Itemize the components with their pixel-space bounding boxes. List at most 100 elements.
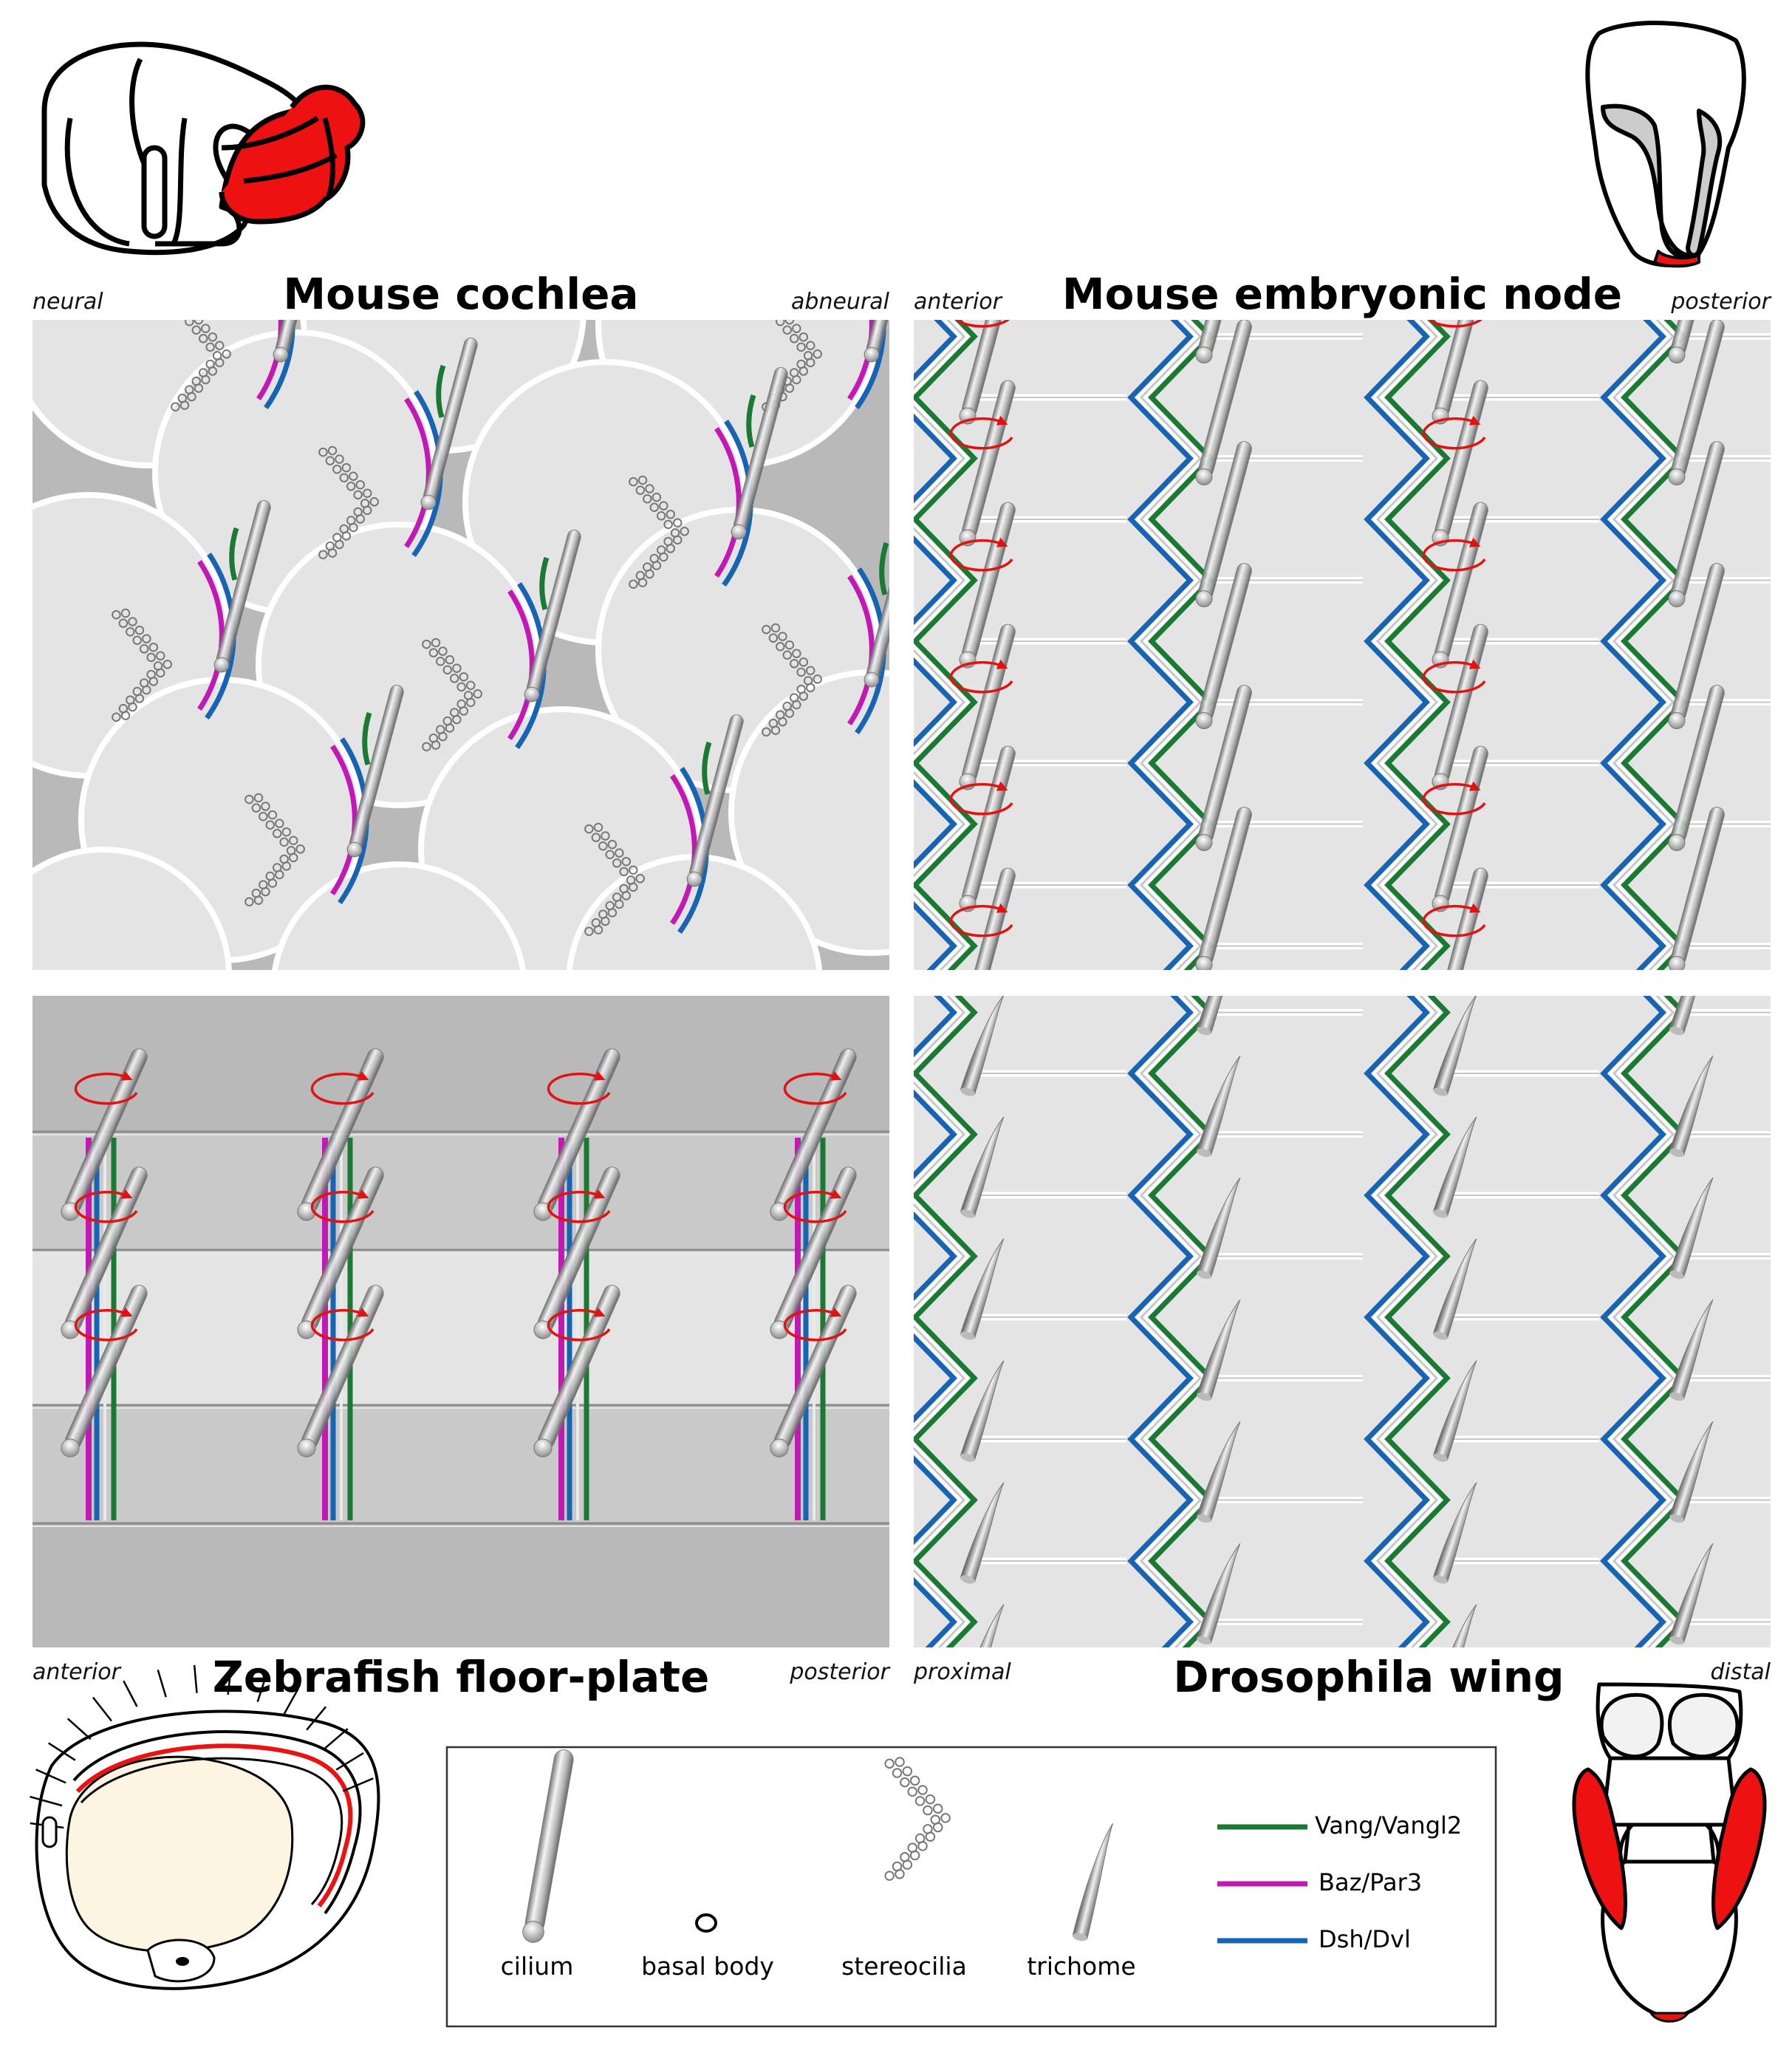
trichome xyxy=(960,996,1005,1096)
stereocilium xyxy=(784,320,795,325)
basal-body xyxy=(1668,956,1686,970)
stereocilium xyxy=(363,488,372,498)
trichome-shape xyxy=(1196,1299,1241,1400)
trichome-base xyxy=(1433,1453,1448,1462)
trichome-shape xyxy=(1432,1360,1477,1461)
trichome-shape xyxy=(1196,996,1241,1034)
stereocilium xyxy=(431,740,441,750)
rotation-arrow-path xyxy=(783,1307,847,1342)
somite-boundary xyxy=(227,1667,233,1695)
stereocilium xyxy=(171,301,179,309)
trichome-base xyxy=(1197,1392,1211,1401)
cilium xyxy=(522,1749,574,1943)
rotation-arrow-path xyxy=(547,1070,611,1105)
cilium xyxy=(863,320,889,363)
trichome-shape xyxy=(1196,1421,1241,1522)
stereocilium xyxy=(118,618,129,628)
vangl2-crescent xyxy=(882,218,886,270)
cilium xyxy=(533,1285,620,1458)
dvl-boundary xyxy=(914,996,957,1647)
trichome-shape xyxy=(1196,1177,1241,1278)
rotation-arrow-path xyxy=(949,537,1013,572)
cilium xyxy=(1668,685,1725,851)
stereocilium xyxy=(265,820,275,830)
somite-boundary xyxy=(342,1777,374,1792)
stereocilium xyxy=(782,325,792,335)
stereocilia-bundle xyxy=(112,608,172,722)
stereocilium xyxy=(892,1768,903,1778)
trichome-shape xyxy=(1072,1823,1114,1940)
stereocilium xyxy=(584,926,594,936)
stereocilium xyxy=(656,511,666,521)
basal-body xyxy=(420,494,437,510)
trichome-base xyxy=(1433,1331,1448,1340)
stereocilium xyxy=(813,349,822,359)
basal-body xyxy=(1668,346,1686,363)
trichome xyxy=(1196,1543,1241,1645)
mouse-embryo-illustration xyxy=(1585,21,1746,268)
somite-boundary xyxy=(35,1769,66,1784)
trichome xyxy=(1432,1238,1477,1340)
stereocilium xyxy=(120,608,131,618)
rotation-arrow-path xyxy=(783,1189,847,1223)
rotation-arrow xyxy=(310,1189,375,1223)
rotation-arrow-path xyxy=(949,781,1013,816)
stereocilium xyxy=(431,638,441,648)
stereocilium xyxy=(244,897,254,906)
stereocilium xyxy=(615,899,624,909)
basal-body xyxy=(213,657,230,673)
cilium xyxy=(524,530,581,703)
floorplate-row xyxy=(33,1405,889,1523)
stereocilium xyxy=(215,341,225,350)
trichome-shape xyxy=(1432,1482,1477,1582)
stereocilium xyxy=(281,827,292,837)
stereocilium xyxy=(784,708,795,718)
stereocilium xyxy=(784,640,795,650)
stereocilium xyxy=(806,358,815,368)
dvl-boundary xyxy=(1600,320,1666,970)
vangl2-boundary xyxy=(1384,320,1451,970)
rotation-arrow-path xyxy=(1422,903,1486,937)
stereocilium xyxy=(267,878,278,888)
trichome-base xyxy=(1669,1270,1684,1280)
cell-boundary-line xyxy=(1375,996,1439,1647)
stereocilium xyxy=(673,518,683,527)
trichome-base xyxy=(960,1331,975,1340)
stereocilium xyxy=(281,861,292,871)
inner-ear-illustration xyxy=(41,41,366,256)
cilium xyxy=(297,1048,384,1221)
stereocilium xyxy=(261,887,270,897)
trichome-shape xyxy=(1432,996,1477,1095)
stereocilium xyxy=(621,856,632,867)
rotation-arrow-path xyxy=(949,415,1013,450)
rotation-arrow xyxy=(74,1307,138,1342)
rotation-arrow-path xyxy=(1422,659,1486,694)
trichome xyxy=(1432,996,1477,1096)
node-right-label: posterior xyxy=(1670,289,1771,315)
trichome-base xyxy=(1669,1148,1684,1158)
stereocilium xyxy=(112,609,121,620)
trichome xyxy=(1196,996,1241,1036)
vangl2-crescent xyxy=(291,218,295,270)
basal-body xyxy=(1668,590,1686,607)
stereocilium xyxy=(112,712,121,722)
somite-boundary xyxy=(66,1718,92,1741)
trichome-base xyxy=(1073,1933,1087,1941)
cilium xyxy=(863,515,889,688)
vangl2-boundary xyxy=(914,996,978,1647)
stereocilium xyxy=(925,1794,936,1805)
stereocilium xyxy=(148,642,159,652)
cilium xyxy=(770,1285,857,1458)
stereocilium xyxy=(194,320,204,325)
rotation-arrow xyxy=(954,320,1010,328)
dvl-boundary xyxy=(1600,996,1666,1647)
rotation-arrow-path xyxy=(1427,320,1482,328)
floorplate-row xyxy=(33,1132,889,1250)
stereocilium xyxy=(346,482,356,491)
stereocilium xyxy=(798,332,809,342)
trichome xyxy=(1669,1177,1714,1280)
trichome xyxy=(1196,1177,1241,1280)
stereocilium xyxy=(933,1803,943,1814)
stereocilium xyxy=(208,366,218,376)
stereocilium xyxy=(593,925,603,935)
